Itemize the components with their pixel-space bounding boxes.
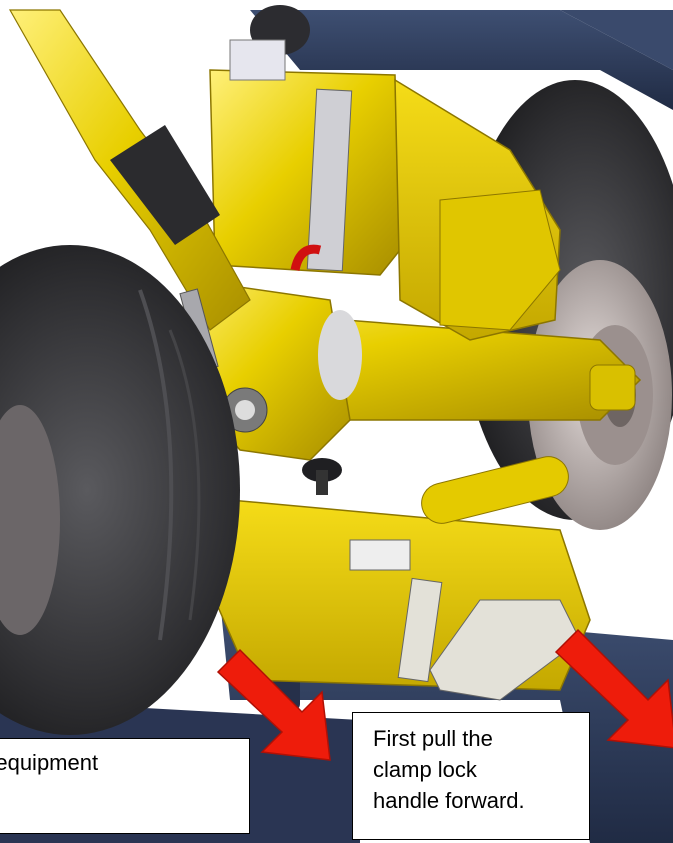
callout-right-line-2: clamp lock [373,757,477,783]
left-wheel [0,245,240,735]
callout-right: First pull the clamp lock handle forward… [352,712,590,840]
callout-left: e equipment [0,738,250,834]
right-arrow [554,628,673,749]
left-arrow [216,648,331,761]
tow-frame-top [250,5,673,110]
tow-bar [8,9,251,372]
gear-body [79,39,642,701]
callout-right-line-3: handle forward. [373,788,525,814]
callout-right-line-1: First pull the [373,726,493,751]
callout-left-text: e equipment [0,750,99,775]
